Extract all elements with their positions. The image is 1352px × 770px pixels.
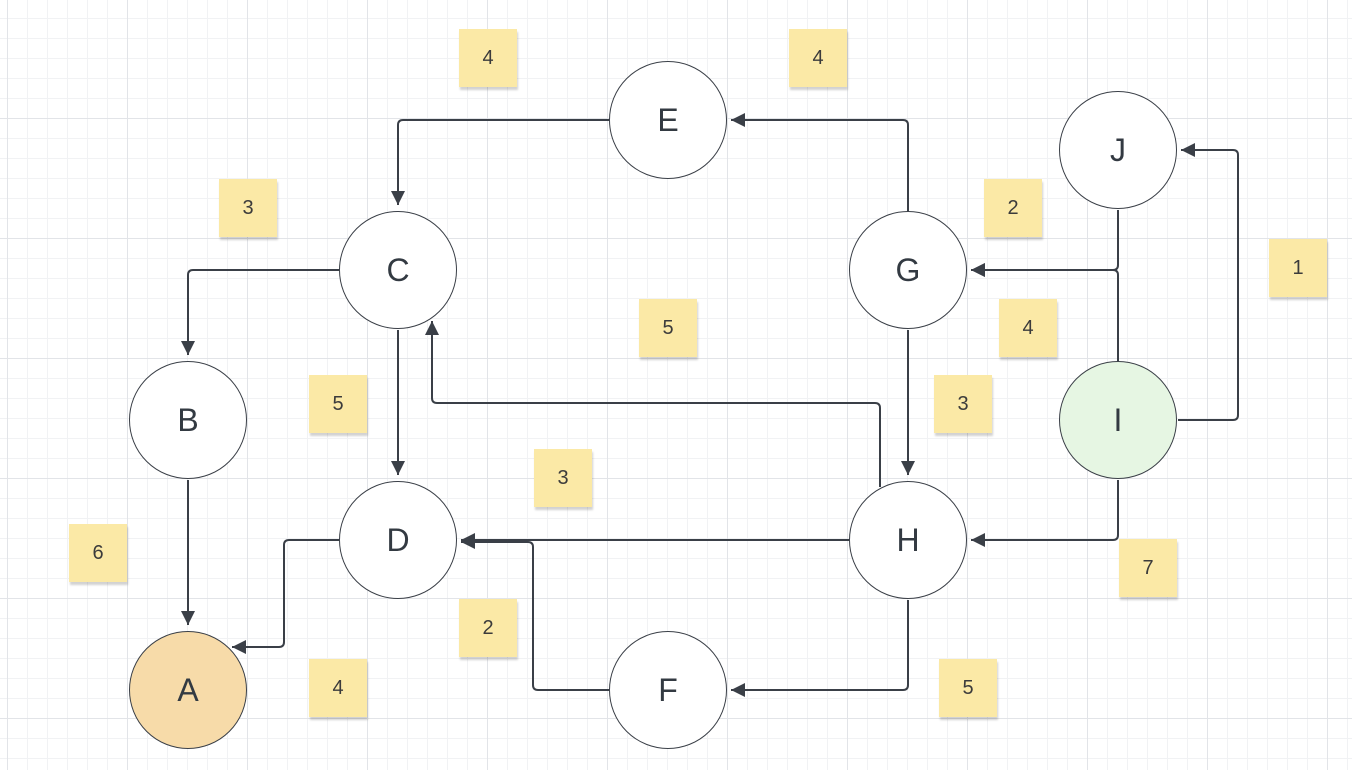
weight-note-i-h[interactable]: 7 xyxy=(1119,539,1177,597)
node-f[interactable]: F xyxy=(609,631,727,749)
edge-i-g[interactable] xyxy=(971,263,1119,361)
arrowhead-icon xyxy=(425,321,439,335)
weight-label: 7 xyxy=(1142,556,1154,579)
node-label: A xyxy=(177,671,199,708)
edge-g-h[interactable] xyxy=(901,330,915,475)
node-label: F xyxy=(658,671,678,708)
weight-label: 3 xyxy=(242,196,254,219)
weight-note-g-h[interactable]: 3 xyxy=(934,375,992,433)
weight-label: 5 xyxy=(962,676,974,699)
weight-note-c-b[interactable]: 3 xyxy=(219,179,277,237)
edge-line xyxy=(461,541,609,691)
arrowhead-icon xyxy=(901,461,915,475)
edge-line xyxy=(971,269,1119,361)
node-label: B xyxy=(177,401,199,438)
weight-note-c-d[interactable]: 5 xyxy=(309,375,367,433)
node-label: E xyxy=(657,101,679,138)
weight-note-j-g[interactable]: 2 xyxy=(984,179,1042,237)
edge-line xyxy=(431,321,881,487)
edge-d-a[interactable] xyxy=(232,539,339,654)
arrowhead-icon xyxy=(461,535,475,549)
weight-label: 2 xyxy=(1007,196,1019,219)
weight-label: 4 xyxy=(332,676,344,699)
arrowhead-icon xyxy=(391,461,405,475)
weight-label: 5 xyxy=(332,392,344,415)
node-h[interactable]: H xyxy=(849,481,967,599)
edge-f-d[interactable] xyxy=(461,535,609,691)
edge-i-j[interactable] xyxy=(1178,143,1239,421)
edge-line xyxy=(397,119,609,205)
node-d[interactable]: D xyxy=(339,481,457,599)
node-label: C xyxy=(386,251,410,288)
weight-note-b-a[interactable]: 6 xyxy=(69,524,127,582)
node-b[interactable]: B xyxy=(129,361,247,479)
edge-h-d[interactable] xyxy=(461,533,849,547)
weight-label: 3 xyxy=(557,466,569,489)
arrowhead-icon xyxy=(181,611,195,625)
weight-label: 2 xyxy=(482,616,494,639)
node-g[interactable]: G xyxy=(849,211,967,329)
weight-note-i-g[interactable]: 4 xyxy=(999,299,1057,357)
edge-c-d[interactable] xyxy=(391,330,405,475)
arrowhead-icon xyxy=(731,683,745,697)
weight-label: 4 xyxy=(1022,316,1034,339)
arrowhead-icon xyxy=(1181,143,1195,157)
node-label: I xyxy=(1113,401,1123,438)
node-label: J xyxy=(1110,131,1126,168)
weight-label: 4 xyxy=(482,46,494,69)
edge-h-f[interactable] xyxy=(731,600,909,697)
arrowhead-icon xyxy=(971,263,985,277)
weight-note-g-e[interactable]: 4 xyxy=(789,29,847,87)
edge-line xyxy=(1178,149,1239,421)
weight-label: 5 xyxy=(662,316,674,339)
edge-g-e[interactable] xyxy=(731,113,909,211)
edge-i-h[interactable] xyxy=(971,480,1119,547)
weight-note-i-j[interactable]: 1 xyxy=(1269,239,1327,297)
node-label: H xyxy=(896,521,920,558)
edge-line xyxy=(731,600,909,691)
node-i[interactable]: I xyxy=(1059,361,1177,479)
weight-label: 3 xyxy=(957,392,969,415)
weight-label: 6 xyxy=(92,541,104,564)
weight-note-e-c[interactable]: 4 xyxy=(459,29,517,87)
node-label: D xyxy=(386,521,410,558)
weight-note-d-a[interactable]: 4 xyxy=(309,659,367,717)
edge-line xyxy=(971,480,1119,541)
arrowhead-icon xyxy=(391,191,405,205)
edge-line xyxy=(731,119,909,211)
edge-line xyxy=(232,539,339,648)
node-a[interactable]: A xyxy=(129,631,247,749)
weight-label: 1 xyxy=(1292,256,1304,279)
edge-h-c[interactable] xyxy=(425,321,881,487)
node-j[interactable]: J xyxy=(1059,91,1177,209)
edge-line xyxy=(187,269,339,355)
edge-e-c[interactable] xyxy=(391,119,609,205)
node-e[interactable]: E xyxy=(609,61,727,179)
weight-note-h-f[interactable]: 5 xyxy=(939,659,997,717)
weight-note-h-c[interactable]: 5 xyxy=(639,299,697,357)
arrowhead-icon xyxy=(232,640,246,654)
weight-label: 4 xyxy=(812,46,824,69)
edge-b-a[interactable] xyxy=(181,480,195,625)
arrowhead-icon xyxy=(181,341,195,355)
node-label: G xyxy=(895,251,921,288)
edge-c-b[interactable] xyxy=(181,269,339,355)
arrowhead-icon xyxy=(971,533,985,547)
node-c[interactable]: C xyxy=(339,211,457,329)
weight-note-f-d[interactable]: 2 xyxy=(459,599,517,657)
arrowhead-icon xyxy=(731,113,745,127)
weight-note-h-d[interactable]: 3 xyxy=(534,449,592,507)
